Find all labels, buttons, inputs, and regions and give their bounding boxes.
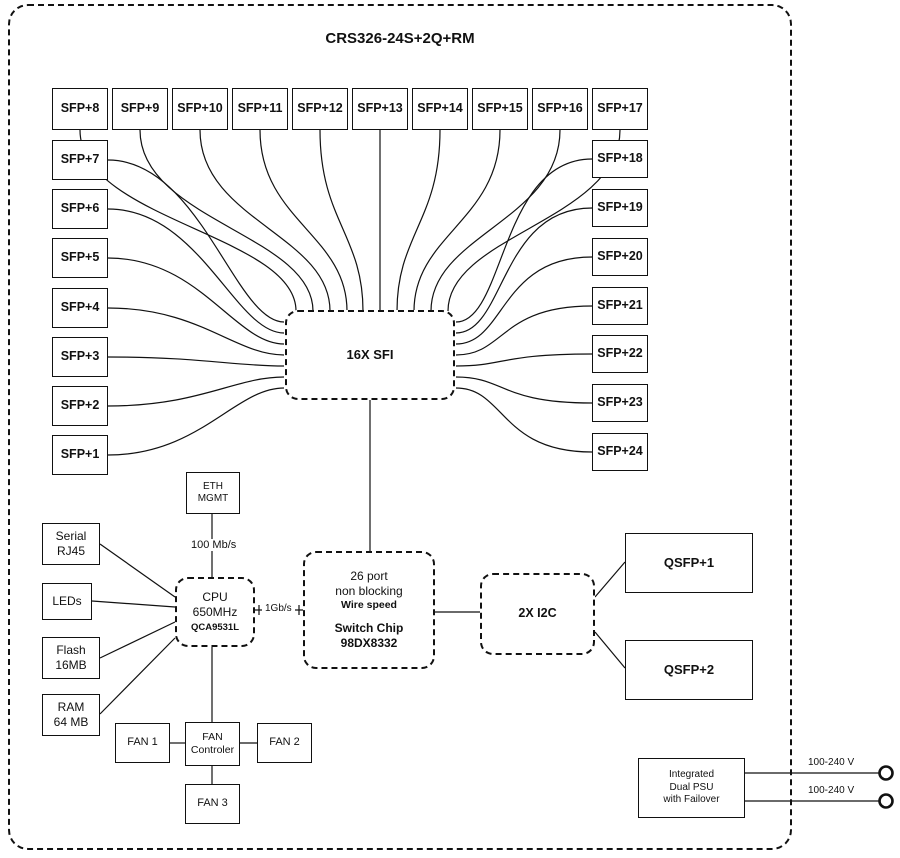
ram-block: RAM 64 MB bbox=[42, 694, 100, 736]
sfp-port-4: SFP+4 bbox=[52, 288, 108, 328]
switch-chip-line3: Wire speed bbox=[341, 599, 397, 612]
switch-chip-line5: 98DX8332 bbox=[340, 635, 398, 650]
sfp-port-7: SFP+7 bbox=[52, 140, 108, 180]
sfp-port-23: SFP+23 bbox=[592, 384, 648, 422]
qsfp2-port: QSFP+2 bbox=[625, 640, 753, 700]
eth-mgmt-line1: ETH bbox=[203, 480, 223, 492]
qsfp1-label: QSFP+1 bbox=[663, 554, 715, 570]
sfp-port-12: SFP+12 bbox=[292, 88, 348, 130]
eth-mgmt-line2: MGMT bbox=[197, 493, 229, 504]
cpu-block: CPU 650MHz QCA9531L bbox=[175, 577, 255, 647]
sfp-port-22: SFP+22 bbox=[592, 335, 648, 373]
fan1-block: FAN 1 bbox=[115, 723, 170, 763]
cpu-switch-speed-label: 1Gb/s bbox=[262, 603, 295, 614]
sfi-hub-label: 16X SFI bbox=[346, 346, 394, 362]
switch-chip-line2: non blocking bbox=[335, 584, 403, 599]
sfp-port-19: SFP+19 bbox=[592, 189, 648, 227]
sfp-port-21: SFP+21 bbox=[592, 287, 648, 325]
device-boundary bbox=[8, 4, 792, 850]
serial-rj45-block: Serial RJ45 bbox=[42, 523, 100, 565]
sfp-port-1: SFP+1 bbox=[52, 435, 108, 475]
sfp-port-11: SFP+11 bbox=[232, 88, 288, 130]
fan-controller-line2: Controler bbox=[190, 744, 235, 756]
ram-line2: 64 MB bbox=[53, 715, 89, 729]
cpu-line2: 650MHz bbox=[192, 605, 238, 620]
switch-chip-block: 26 port non blocking Wire speed Switch C… bbox=[303, 551, 435, 669]
sfp-port-13: SFP+13 bbox=[352, 88, 408, 130]
fan3-block: FAN 3 bbox=[185, 784, 240, 824]
sfp-port-20: SFP+20 bbox=[592, 238, 648, 276]
sfp-port-15: SFP+15 bbox=[472, 88, 528, 130]
voltage-label-2: 100-240 V bbox=[808, 785, 855, 796]
qsfp2-label: QSFP+2 bbox=[663, 661, 715, 677]
cpu-line1: CPU bbox=[202, 590, 228, 605]
leds-block: LEDs bbox=[42, 583, 92, 620]
switch-chip-line4: Switch Chip bbox=[334, 620, 404, 635]
sfp-port-10: SFP+10 bbox=[172, 88, 228, 130]
sfp-port-17: SFP+17 bbox=[592, 88, 648, 130]
sfp-port-8: SFP+8 bbox=[52, 88, 108, 130]
serial-line2: RJ45 bbox=[56, 544, 85, 558]
i2c-label: 2X I2C bbox=[518, 606, 557, 621]
flash-line1: Flash bbox=[56, 643, 86, 657]
psu-block: Integrated Dual PSU with Failover bbox=[638, 758, 745, 818]
power-socket-icon bbox=[878, 765, 894, 781]
i2c-block: 2X I2C bbox=[480, 573, 595, 655]
sfp-port-14: SFP+14 bbox=[412, 88, 468, 130]
psu-line2: Dual PSU bbox=[669, 781, 714, 793]
diagram-title: CRS326-24S+2Q+RM bbox=[325, 30, 475, 47]
sfp-port-2: SFP+2 bbox=[52, 386, 108, 426]
sfp-port-18: SFP+18 bbox=[592, 140, 648, 178]
switch-chip-line1: 26 port bbox=[350, 569, 388, 584]
sfp-port-6: SFP+6 bbox=[52, 189, 108, 229]
ram-line1: RAM bbox=[57, 700, 85, 714]
fan2-label: FAN 2 bbox=[269, 736, 300, 749]
fan1-label: FAN 1 bbox=[127, 736, 158, 749]
power-sockets bbox=[878, 765, 894, 809]
sfp-port-24: SFP+24 bbox=[592, 433, 648, 471]
fan2-block: FAN 2 bbox=[257, 723, 312, 763]
flash-line2: 16MB bbox=[55, 658, 87, 672]
fan-controller-block: FAN Controler bbox=[185, 722, 240, 766]
fan-controller-line1: FAN bbox=[202, 730, 223, 743]
mgmt-speed-label: 100 Mb/s bbox=[188, 539, 240, 551]
power-socket-icon bbox=[878, 793, 894, 809]
fan3-label: FAN 3 bbox=[197, 797, 228, 810]
qsfp1-port: QSFP+1 bbox=[625, 533, 753, 593]
sfp-port-9: SFP+9 bbox=[112, 88, 168, 130]
cpu-chip-name: QCA9531L bbox=[190, 622, 240, 634]
sfp-port-16: SFP+16 bbox=[532, 88, 588, 130]
voltage-label-1: 100-240 V bbox=[808, 757, 855, 768]
leds-label: LEDs bbox=[52, 594, 82, 608]
sfi-hub-block: 16X SFI bbox=[285, 310, 455, 400]
sfp-port-3: SFP+3 bbox=[52, 337, 108, 377]
psu-line3: with Failover bbox=[663, 794, 720, 806]
psu-line1: Integrated bbox=[668, 769, 715, 781]
serial-line1: Serial bbox=[55, 529, 87, 543]
eth-mgmt-port: ETH MGMT bbox=[186, 472, 240, 514]
sfp-port-5: SFP+5 bbox=[52, 238, 108, 278]
flash-block: Flash 16MB bbox=[42, 637, 100, 679]
